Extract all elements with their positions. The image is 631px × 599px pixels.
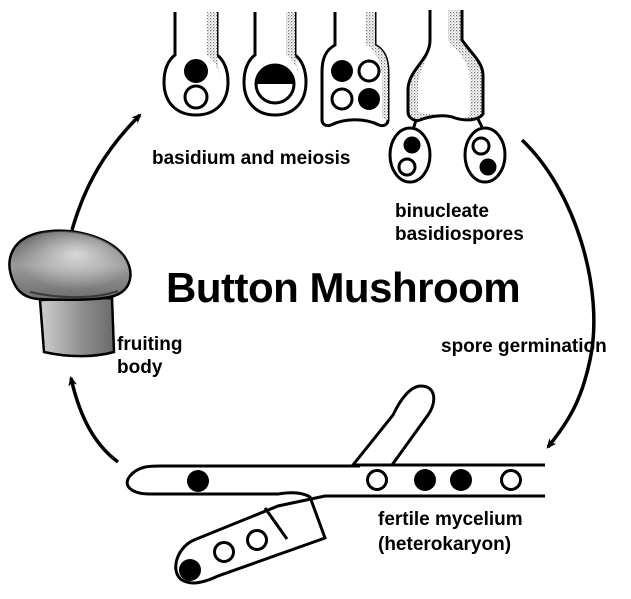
nucleus-dark — [358, 88, 380, 110]
nucleus-light — [473, 138, 489, 154]
arrow-spore-germination — [522, 140, 594, 447]
nucleus-light — [359, 61, 379, 81]
fused-nucleus — [256, 65, 294, 103]
nucleus-dark — [184, 59, 208, 83]
nucleus-dark — [480, 159, 497, 176]
nucleus-light — [215, 543, 234, 562]
basidiospore-1 — [390, 128, 430, 182]
nucleus-dark — [331, 60, 353, 82]
arrow-to-basidium — [72, 115, 140, 230]
fruiting-label-line2: body — [117, 357, 163, 378]
diagram-title: Button Mushroom — [166, 264, 520, 311]
basidiospore-2 — [465, 128, 505, 182]
nucleus-light — [185, 86, 207, 108]
germination-label: spore germination — [441, 336, 607, 357]
basidium-2 — [244, 12, 306, 115]
basidium-1 — [164, 12, 228, 115]
mycelium-label-line2: (heterokaryon) — [378, 534, 511, 555]
basidium-3 — [322, 12, 388, 126]
nucleus-dark — [450, 469, 472, 491]
nucleus-light — [502, 471, 521, 490]
nucleus-dark — [179, 559, 201, 581]
arrow-to-fruiting-body — [71, 378, 118, 462]
nucleus-dark — [414, 469, 436, 491]
nucleus-dark — [187, 470, 209, 492]
nucleus-light — [248, 531, 267, 550]
mycelium-label-line1: fertile mycelium — [378, 509, 523, 530]
nucleus-light — [332, 89, 352, 109]
fruiting-body — [9, 231, 130, 356]
fruiting-label-line1: fruiting — [117, 334, 182, 355]
spores-label-line2: basidiospores — [395, 224, 524, 245]
nucleus-light — [368, 471, 387, 490]
basidium-4 — [408, 10, 483, 130]
nucleus-dark — [404, 137, 421, 154]
spores-label-line1: binucleate — [395, 201, 489, 222]
nucleus-light — [399, 159, 415, 175]
basidium-label: basidium and meiosis — [152, 148, 351, 169]
